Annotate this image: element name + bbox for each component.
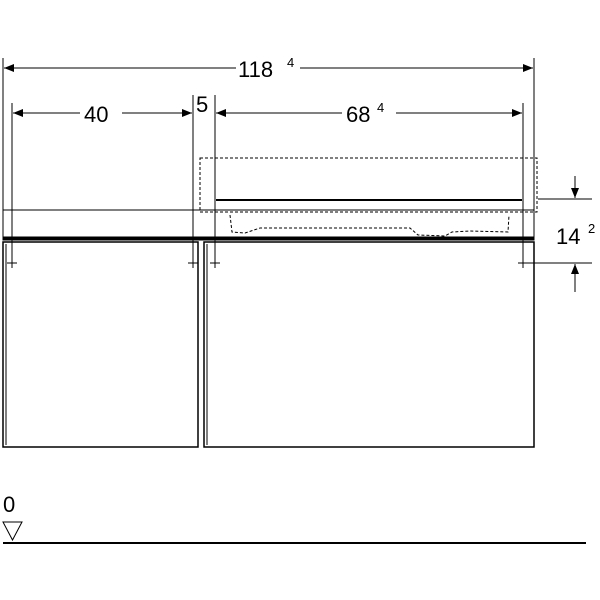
dim-gap-label: 5 [196, 92, 208, 117]
dimension-total-width: 118 4 [4, 55, 533, 82]
dimension-right-cabinet: 68 4 [216, 100, 522, 127]
dim-left-cabinet-label: 40 [84, 102, 108, 127]
right-cabinet [203, 241, 535, 448]
dimension-left-cabinet: 40 [13, 102, 192, 127]
dim-total-width-sup: 4 [287, 55, 294, 70]
floor-level-label: 0 [3, 492, 15, 517]
dimension-height-offset: 14 2 [556, 176, 595, 292]
mounting-points [7, 258, 528, 268]
countertop [2, 209, 535, 241]
washbasin-outline [199, 157, 538, 237]
dim-height-offset-sup: 2 [588, 221, 595, 236]
dim-right-cabinet-sup: 4 [377, 100, 384, 115]
extension-lines [2, 58, 592, 265]
dim-right-cabinet-label: 68 [346, 102, 370, 127]
floor-level-triangle-icon [2, 521, 23, 542]
left-cabinet [2, 241, 199, 448]
dim-total-width-label: 118 [238, 57, 273, 82]
dim-height-offset-label: 14 [556, 224, 580, 249]
